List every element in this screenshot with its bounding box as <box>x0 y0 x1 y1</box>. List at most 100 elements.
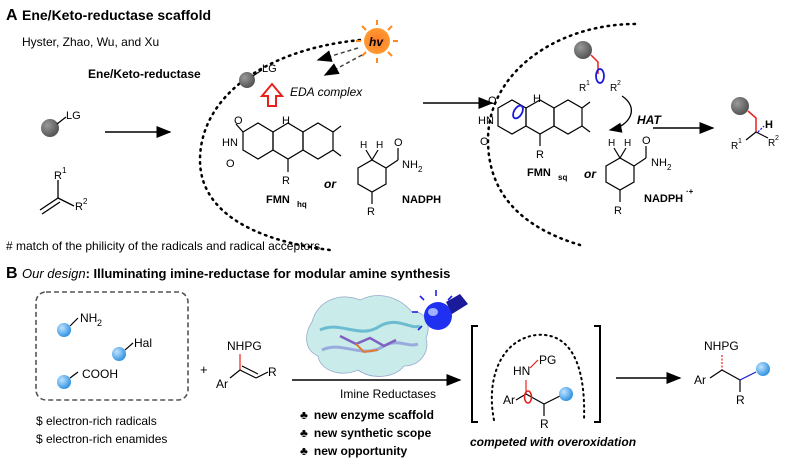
panel-a-title: Ene/Keto-reductase scaffold <box>22 7 211 23</box>
or-label-1: or <box>324 177 337 191</box>
blue-ball-3 <box>57 375 71 389</box>
blue-ball-2 <box>112 347 126 361</box>
svg-text:2: 2 <box>83 197 88 206</box>
fmnhq-hn: HN <box>222 137 238 149</box>
plus-sign: + <box>200 362 208 377</box>
nh2-label: NH <box>80 311 97 325</box>
nadph-cation-label: NADPH <box>644 193 683 205</box>
intermediate-blue-ball <box>559 387 573 401</box>
alkene-r1: R <box>54 170 62 182</box>
bracket-left <box>471 325 478 423</box>
fmnsq-h: H <box>533 93 541 105</box>
enzyme-label: Ene/Keto-reductase <box>88 67 201 81</box>
bullet-3: ♣new opportunity <box>300 444 408 458</box>
alkene-r2: R <box>75 201 83 213</box>
nadph-cation-structure <box>605 146 647 202</box>
enamide-r: R <box>268 365 277 379</box>
substrate-ball <box>239 72 255 88</box>
hat-arrow <box>608 95 633 133</box>
svg-text:·+: ·+ <box>686 187 694 196</box>
svg-text:2: 2 <box>775 135 779 142</box>
note-enamides: $ electron-rich enamides <box>36 432 167 446</box>
enzyme-boundary-b <box>490 333 586 421</box>
enzyme-boundary-2 <box>486 22 637 247</box>
enzyme-boundary-1 <box>198 38 362 252</box>
nadph-label: NADPH <box>402 194 441 206</box>
product-bonds <box>709 355 757 392</box>
product-ball <box>731 97 749 115</box>
product-r2: R <box>768 138 775 149</box>
lg-label-2: LG <box>262 63 277 75</box>
authors: Hyster, Zhao, Wu, and Xu <box>22 35 159 49</box>
bullet-1: ♣new enzyme scaffold <box>300 408 434 422</box>
fmn-sq-structure <box>497 99 591 146</box>
fmn-hq-label: FMN <box>266 194 290 206</box>
hat-label: HAT <box>637 113 662 127</box>
svg-text:1: 1 <box>586 80 590 87</box>
enzyme-protein-image <box>306 295 429 377</box>
product-r1: R <box>731 141 738 152</box>
nadph-nh2: NH <box>402 159 418 171</box>
nadph-cation-h2: H <box>624 138 631 149</box>
blue-lamp-icon <box>412 290 468 331</box>
eda-label: EDA complex <box>290 85 363 99</box>
prod-r: R <box>736 393 745 407</box>
prod-ar: Ar <box>694 373 706 387</box>
fmnhq-o-bottom: O <box>226 158 235 170</box>
hal-label: Hal <box>134 336 152 350</box>
eda-arrow <box>259 82 285 107</box>
svg-text:2: 2 <box>617 80 621 87</box>
svg-text:1: 1 <box>738 138 742 145</box>
philicity-note: # match of the philicity of the radicals… <box>6 239 320 253</box>
bullet-2: ♣new synthetic scope <box>300 426 432 440</box>
nadph-structure <box>357 148 399 204</box>
fmnsq-o-top: O <box>488 95 497 107</box>
fmnsq-r: R <box>536 149 544 161</box>
nadph-o: O <box>394 137 403 149</box>
cooh-label: COOH <box>82 367 118 381</box>
svg-text:2: 2 <box>667 163 672 172</box>
radical-intermediate-ball <box>574 41 592 59</box>
svg-text:2: 2 <box>97 318 102 328</box>
or-label-2: or <box>584 167 597 181</box>
nadph-r: R <box>367 206 375 218</box>
radical-precursor-box <box>35 291 189 401</box>
product-h: H <box>765 119 773 131</box>
fmn-sq-label: FMN <box>527 167 551 179</box>
enzyme-label-b: Imine Reductases <box>340 387 436 401</box>
svg-text:sq: sq <box>558 173 567 182</box>
enamide-bonds <box>229 354 269 379</box>
fmnhq-o-top: O <box>234 115 243 127</box>
enamide-nhpg: NHPG <box>227 339 262 353</box>
int-r2: R <box>610 83 617 94</box>
fmnhq-r: R <box>282 175 290 187</box>
nadph-cation-r: R <box>614 205 622 217</box>
int-r1: R <box>579 83 586 94</box>
svg-text:hq: hq <box>297 200 307 209</box>
bracket-right <box>594 325 601 423</box>
radical-orbital-b <box>523 390 533 404</box>
prod-nhpg: NHPG <box>704 339 739 353</box>
int-r: R <box>540 417 549 431</box>
nadph-cation-nh2: NH <box>651 157 667 169</box>
fmnsq-o-bottom: O <box>480 136 489 148</box>
fmn-hq-structure <box>235 122 342 172</box>
light-arrow-1 <box>316 47 359 62</box>
note-radicals: $ electron-rich radicals <box>36 414 157 428</box>
hv-label: hv <box>369 35 384 49</box>
nadph-cation-h1: H <box>608 138 615 149</box>
overoxidation-note: competed with overoxidation <box>470 435 636 449</box>
light-source-icon: hv <box>356 20 398 63</box>
radical-orbital-2 <box>595 68 605 84</box>
nadph-cation-o: O <box>642 135 651 147</box>
blue-ball-1 <box>57 323 71 337</box>
int-pg: PG <box>539 353 556 367</box>
radical-precursor-ball <box>41 119 59 137</box>
svg-text:2: 2 <box>418 165 423 174</box>
fmnhq-h: H <box>282 115 290 127</box>
panel-b-title: Our design: Illuminating imine-reductase… <box>22 266 450 281</box>
lg-label-1: LG <box>66 110 81 122</box>
alkene <box>39 180 75 215</box>
fmnsq-hn: HN <box>478 115 494 127</box>
